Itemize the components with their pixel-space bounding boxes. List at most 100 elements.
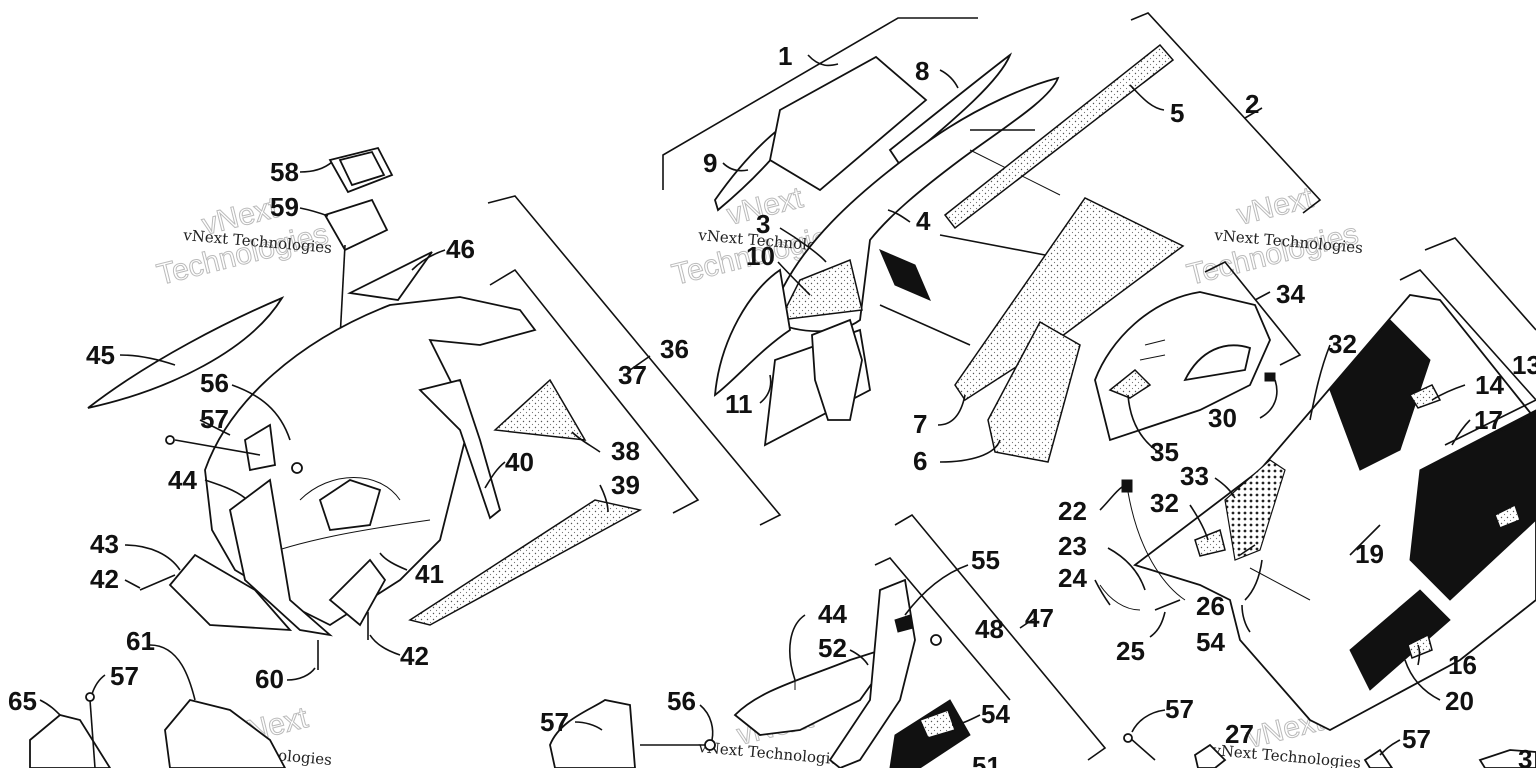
callout-17: 17 — [1474, 405, 1503, 435]
leader — [939, 234, 1046, 256]
cover-inner — [1183, 344, 1252, 382]
callout-24: 24 — [1058, 563, 1087, 593]
foam-strip-5 — [943, 43, 1175, 230]
callout-56b: 56 — [667, 686, 696, 716]
dash-opening — [318, 479, 382, 531]
fastener — [930, 634, 942, 646]
headlight-bracket — [811, 318, 863, 421]
callout-60: 60 — [255, 664, 284, 694]
bracket-group-47 — [894, 513, 1107, 761]
leader-54 — [951, 714, 981, 726]
hood-foam-3 — [778, 258, 863, 321]
callout-1: 1 — [778, 41, 792, 71]
leader-57 — [199, 419, 231, 436]
panel-65 — [29, 714, 112, 768]
callout-57: 57 — [200, 404, 229, 434]
leader — [879, 304, 971, 346]
callout-9: 9 — [703, 148, 717, 178]
leader-10 — [777, 261, 811, 296]
bracket-group-2 — [1130, 12, 1322, 214]
slot — [1139, 354, 1166, 361]
fastener-57 — [1123, 733, 1133, 743]
bracket-56 — [244, 423, 276, 472]
leader-44b — [789, 614, 806, 681]
leader-56b — [699, 704, 714, 741]
lower-bracket — [328, 558, 387, 627]
callout-46: 46 — [446, 234, 475, 264]
leader-58 — [299, 161, 333, 173]
bracket-61 — [164, 698, 287, 768]
side-panel-43 — [168, 553, 293, 632]
fastener-56 — [704, 739, 716, 751]
callout-23: 23 — [1058, 531, 1087, 561]
panel-graphic-dark — [1409, 409, 1536, 601]
leader-57d — [1131, 709, 1166, 733]
hood-assembly — [662, 12, 1322, 463]
callout-11: 11 — [725, 389, 753, 419]
leader-19 — [1349, 524, 1381, 556]
bracket-group-14 — [1399, 269, 1536, 401]
foam-14 — [1408, 384, 1442, 409]
callout-57c: 57 — [540, 707, 569, 737]
leader-35 — [1127, 394, 1161, 454]
callout-labels: 1 2 3 4 5 6 7 8 9 10 11 13 14 17 19 16 2… — [8, 41, 1536, 768]
panel-mesh-33 — [1224, 459, 1286, 561]
hood-vent — [879, 249, 931, 301]
bottom-right-parts — [1123, 733, 1536, 768]
leader-52 — [849, 649, 869, 666]
callout-54: 54 — [981, 699, 1010, 729]
leader-34 — [1254, 291, 1271, 301]
watermark-line2: Technologies — [1184, 217, 1362, 291]
callout-6: 6 — [913, 446, 927, 476]
callout-34: 34 — [1276, 279, 1305, 309]
callout-58: 58 — [270, 157, 299, 187]
watermark-line1: vNext — [1234, 181, 1317, 232]
callout-42b: 42 — [90, 564, 119, 594]
callout-22: 22 — [1058, 496, 1087, 526]
callout-13: 13 — [1512, 350, 1536, 380]
panel-3b — [1478, 749, 1536, 768]
leader-2 — [1244, 107, 1263, 119]
callout-16: 16 — [1448, 650, 1477, 680]
callout-54b: 54 — [1196, 627, 1225, 657]
callout-2: 2 — [1245, 89, 1259, 119]
leader-1 — [807, 54, 839, 67]
leader-30 — [1259, 379, 1278, 419]
leader-8 — [939, 69, 959, 89]
clip-55 — [894, 614, 914, 633]
leader-57b — [91, 674, 106, 695]
leader-9 — [722, 162, 749, 172]
callout-30: 30 — [1208, 403, 1237, 433]
callout-36: 36 — [660, 334, 689, 364]
leader-60 — [286, 667, 316, 681]
leader-4 — [887, 209, 911, 223]
callout-38: 38 — [611, 436, 640, 466]
callout-43: 43 — [90, 529, 119, 559]
front-panel-body — [828, 578, 916, 768]
callout-42: 42 — [400, 641, 429, 671]
leader-46 — [411, 249, 446, 271]
leader-43 — [124, 544, 181, 571]
callout-45: 45 — [86, 340, 115, 370]
bracket-group-1 — [662, 17, 978, 190]
callout-32: 32 — [1328, 329, 1357, 359]
leader-23 — [1107, 547, 1146, 591]
clip-57 — [1363, 748, 1394, 768]
dash-contour — [299, 477, 401, 501]
callout-47: 47 — [1025, 603, 1054, 633]
callout-57e: 57 — [1402, 724, 1431, 754]
callout-14: 14 — [1475, 370, 1504, 400]
leader-7 — [937, 394, 966, 426]
leader-33 — [1214, 477, 1236, 499]
bracket-group-48 — [874, 557, 1011, 701]
side-panel-44 — [228, 478, 333, 637]
foam-38 — [493, 378, 587, 441]
slot — [1144, 339, 1166, 346]
foam-15 — [1494, 503, 1521, 529]
leader-3 — [779, 227, 827, 263]
leader-45 — [119, 354, 176, 366]
gasket-59 — [323, 198, 389, 252]
callout-20: 20 — [1445, 686, 1474, 716]
